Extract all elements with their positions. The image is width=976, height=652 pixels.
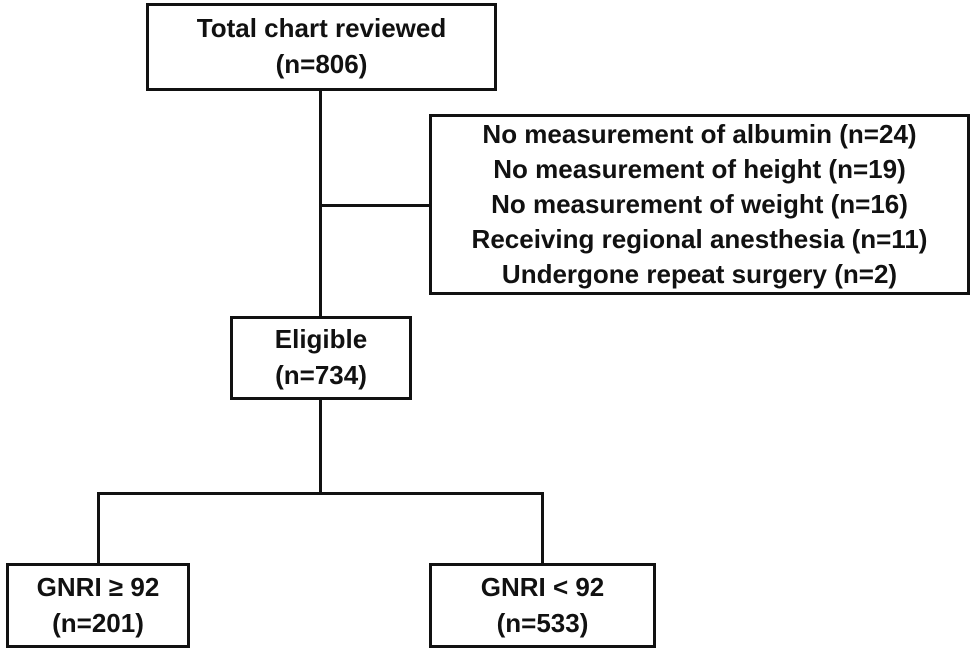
- connector-to-gnri-low: [541, 492, 544, 565]
- connector-total-to-eligible: [319, 89, 322, 318]
- connector-eligible-down: [319, 398, 322, 494]
- total-charts-count: (n=806): [275, 49, 368, 79]
- eligible-count: (n=734): [275, 360, 367, 390]
- exclusion-item: No measurement of albumin (n=24): [482, 118, 917, 149]
- connector-to-exclusions: [319, 204, 432, 207]
- eligible-title: Eligible: [274, 324, 368, 355]
- gnri-low-count: (n=533): [496, 607, 589, 638]
- exclusion-item: Receiving regional anesthesia (n=11): [471, 224, 928, 255]
- connector-to-gnri-high: [97, 492, 100, 565]
- gnri-low-title: GNRI < 92: [480, 571, 605, 602]
- gnri-low-box: GNRI < 92 (n=533): [429, 563, 656, 648]
- exclusion-item: Undergone repeat surgery (n=2): [501, 259, 898, 290]
- total-charts-title: Total chart reviewed: [196, 13, 447, 44]
- eligible-box: Eligible (n=734): [230, 316, 412, 400]
- exclusion-item: No measurement of height (n=19): [493, 153, 906, 184]
- gnri-high-count: (n=201): [52, 607, 144, 638]
- exclusions-box: No measurement of albumin (n=24) No meas…: [429, 114, 970, 295]
- gnri-high-title: GNRI ≥ 92: [36, 571, 160, 602]
- total-charts-box: Total chart reviewed (n=806): [146, 3, 497, 91]
- exclusion-item: No measurement of weight (n=16): [491, 188, 908, 219]
- gnri-high-box: GNRI ≥ 92 (n=201): [6, 563, 190, 648]
- connector-split-horizontal: [97, 492, 544, 495]
